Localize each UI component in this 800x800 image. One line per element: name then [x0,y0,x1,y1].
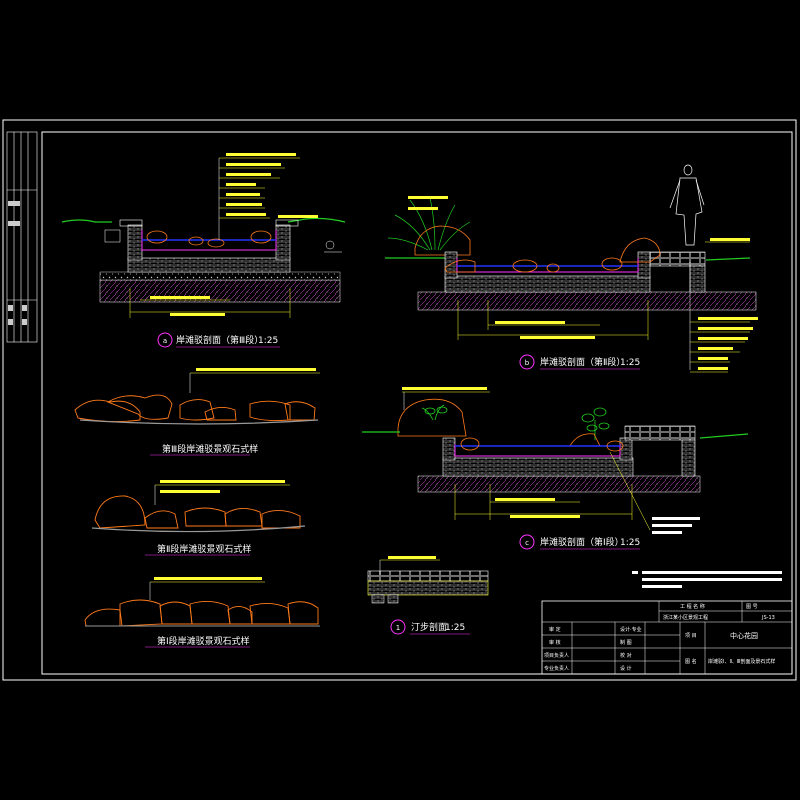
scale-figure [669,164,705,246]
drawing-frame [2,119,797,681]
title-block: 工 程 名 称 浙江某小区景观工程 图 号 JS-13 审 定 设计·专业 项 … [541,600,793,675]
section-a-drawing [61,153,346,318]
row-1-role2: 设计·专业 [620,626,642,633]
section-b-number: b [525,359,530,367]
section-1-drawing [367,556,489,604]
row-2-role2: 制 图 [620,639,632,646]
rock-sample-3-label: 第Ⅲ段岸滩驳景观石式样 [162,443,258,455]
section-1-number: 1 [396,624,400,632]
row-3-role2: 校 对 [620,652,632,659]
item-value: 中心花园 [730,631,758,640]
drawing-no-value: JS-13 [761,615,775,621]
section-a-number: a [163,337,167,345]
row-1-role: 审 定 [549,626,561,633]
section-a-title: 岸滩驳剖面（第Ⅲ段） [176,334,263,346]
section-b-title: 岸滩驳剖面（第Ⅱ段） [540,356,625,368]
rock-sample-2-label: 第Ⅱ段岸滩驳景观石式样 [157,543,251,555]
rock-sample-3: 第Ⅲ段岸滩驳景观石式样 [74,368,320,456]
section-b-caption: b 岸滩驳剖面（第Ⅱ段） 1:25 [519,354,640,370]
project-name-label: 工 程 名 称 [680,603,705,610]
row-4-role: 专业负责人 [544,665,569,672]
project-name-value: 浙江某小区景观工程 [663,614,708,621]
drawing-no-label: 图 号 [746,604,758,610]
section-1-title: 汀步剖面 [411,621,447,633]
section-c-drawing [362,387,749,534]
rock-sample-2: 第Ⅱ段岸滩驳景观石式样 [91,480,306,556]
section-b-drawing [385,164,758,373]
section-1-scale: 1:25 [445,623,465,633]
row-4-role2: 设 计 [620,665,632,672]
general-notes [632,571,782,588]
drawing-title-value: 岸滩驳Ⅰ、Ⅱ、Ⅲ剖面及景石式样 [708,658,775,665]
section-b-scale: 1:25 [620,358,640,368]
rock-sample-1-label: 第Ⅰ段岸滩驳景观石式样 [157,635,250,647]
section-c-scale: 1:25 [620,538,640,548]
section-a-caption: a 岸滩驳剖面（第Ⅲ段） 1:25 [157,332,280,348]
section-a-scale: 1:25 [258,336,278,346]
section-c-title: 岸滩驳剖面（第Ⅰ段） [540,536,624,548]
section-c-number: c [525,539,529,547]
section-1-caption: 1 汀步剖面 1:25 [390,619,470,635]
row-2-role: 审 核 [549,639,561,646]
section-c-caption: c 岸滩驳剖面（第Ⅰ段） 1:25 [519,534,640,550]
row-3-role: 项目负责人 [544,652,569,659]
rock-sample-1: 第Ⅰ段岸滩驳景观石式样 [84,577,320,648]
left-binding-strip [6,131,38,343]
drawing-title-label: 图 名 [685,658,697,665]
item-label: 项 目 [685,633,697,639]
